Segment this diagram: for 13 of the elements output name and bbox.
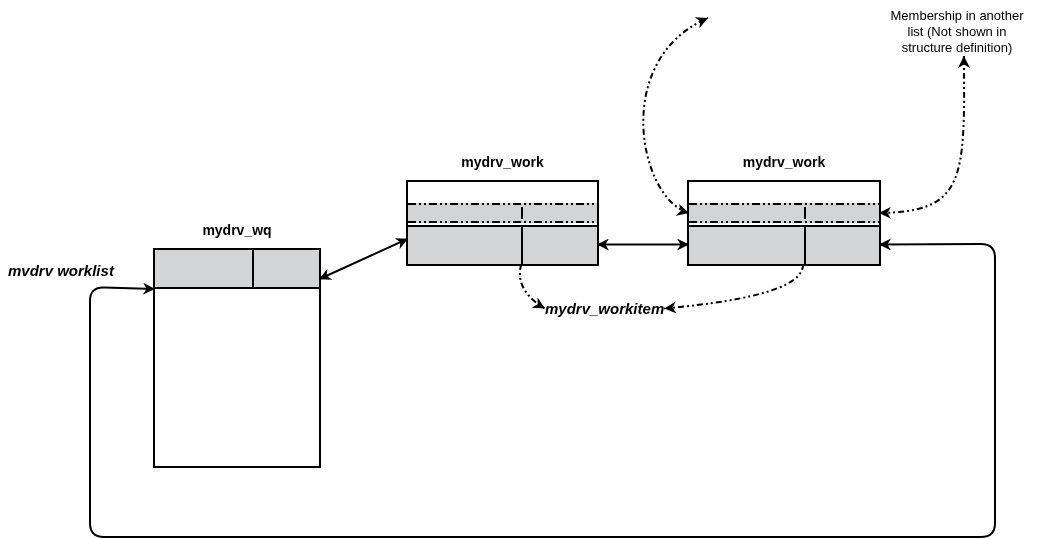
struct-type-label: mydrv_workitem [545,300,665,317]
dash-dot-arrow [642,17,709,214]
arrow [89,238,996,538]
struct-name: mydrv_work [461,154,544,170]
list-link-row [408,203,597,223]
struct-name: mydrv_wq [202,222,272,238]
struct-name: mydrv_work [742,154,826,170]
field-row [689,225,879,264]
field-row [155,250,319,289]
list-link-row [689,203,879,223]
field-row [408,225,597,264]
note-text: Membership in another list (Not shown in structure definition) [888,8,1026,56]
field-label: mvdrv worklist [8,262,114,279]
